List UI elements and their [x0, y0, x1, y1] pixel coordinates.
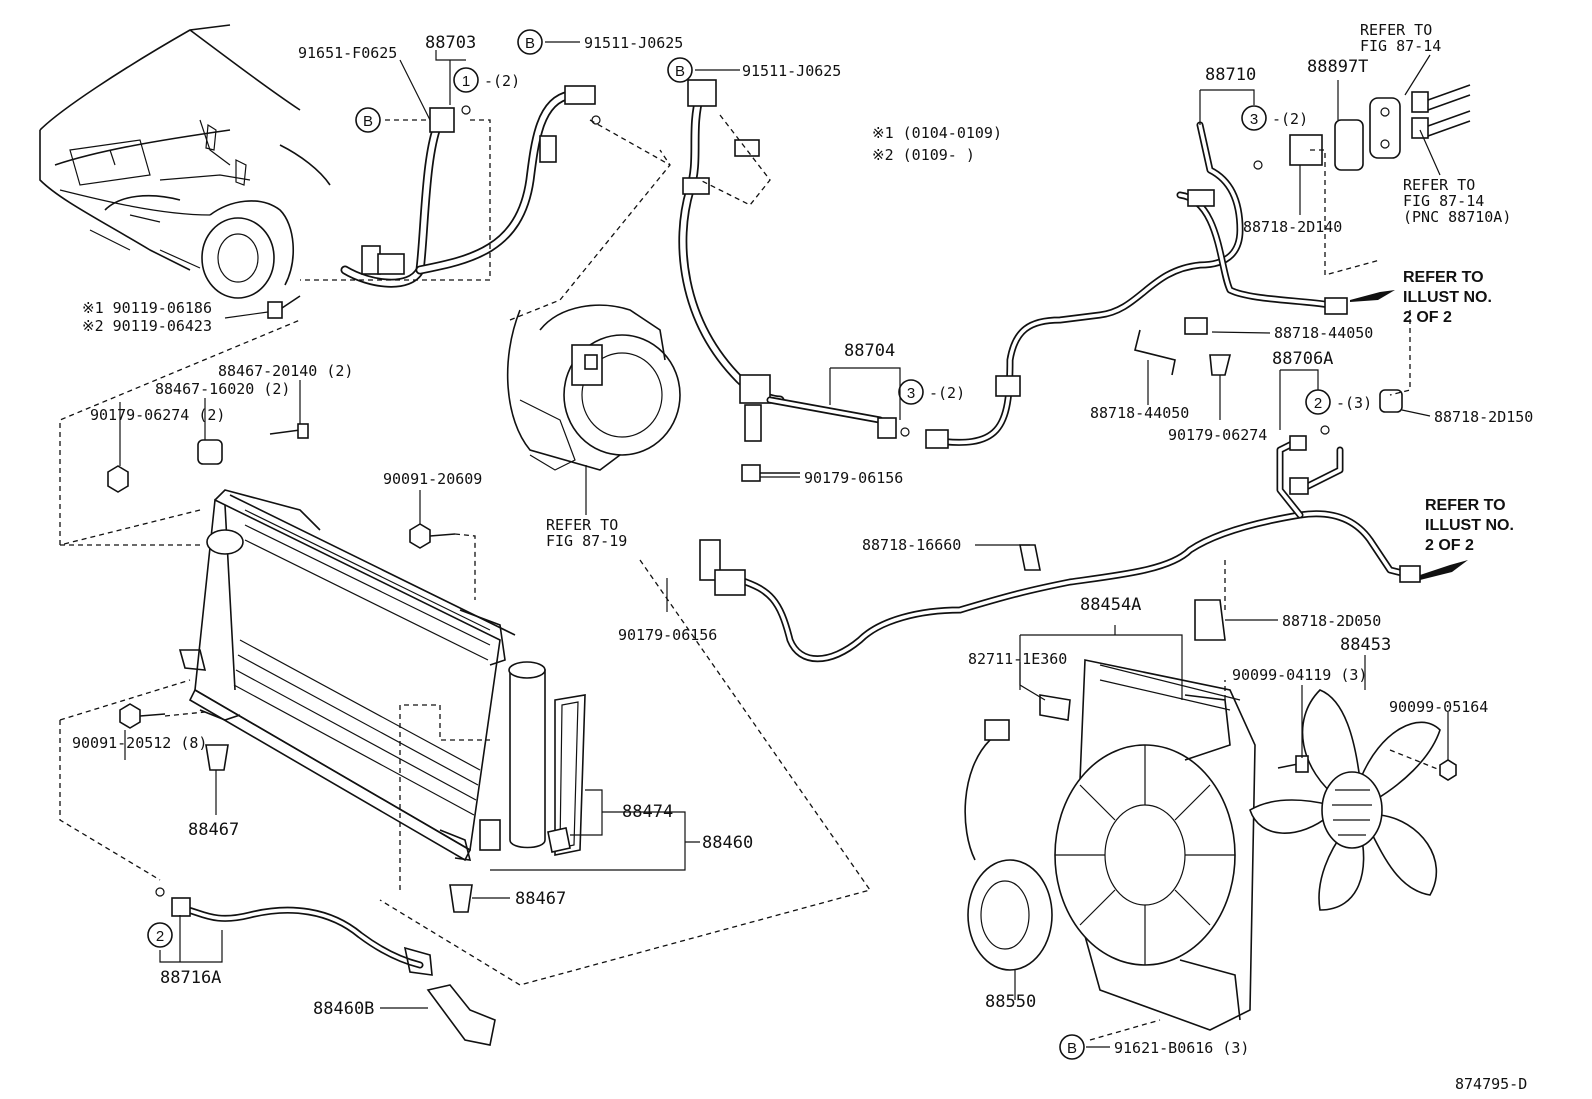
callout-2b: 2 [147, 922, 173, 948]
part-label-91511-J0625-a: 91511-J0625 [584, 34, 683, 52]
callout-3a: 3 -(2) [1241, 105, 1308, 131]
figure-number: 874795-D [1455, 1075, 1527, 1093]
callout-3b: 3 -(2) [898, 379, 965, 405]
refer-illust-b-line2: ILLUST NO. [1425, 517, 1514, 534]
callout-b2: B [517, 29, 543, 55]
part-label-88703: 88703 [425, 33, 476, 53]
refer-illust-b-line3: 2 OF 2 [1425, 537, 1474, 554]
part-label-88897T: 88897T [1307, 57, 1368, 77]
part-label-88718-2D150: 88718-2D150 [1434, 408, 1533, 426]
refer-fig-87-14-a-line1: REFER TO [1360, 21, 1432, 39]
refer-fig-87-14-b-line3: (PNC 88710A) [1403, 208, 1511, 226]
part-label-91511-J0625-b: 91511-J0625 [742, 62, 841, 80]
part-label-90099-05164: 90099-05164 [1389, 698, 1488, 716]
callout-2a-note: -(3) [1336, 394, 1372, 412]
part-label-88718-2D140: 88718-2D140 [1243, 218, 1342, 236]
part-label-90179-06156-b: 90179-06156 [618, 626, 717, 644]
callout-b1-label: B [363, 113, 373, 130]
arrow-right-icon [1420, 560, 1468, 580]
part-label-90179-06274-b: 90179-06274 [1168, 426, 1267, 444]
part-label-90179-06156-a: 90179-06156 [804, 469, 903, 487]
note-1: ※1 (0104-0109) [872, 124, 1002, 142]
part-label-90179-06274: 90179-06274 (2) [90, 406, 225, 424]
refer-fig-87-14-b-line2: FIG 87-14 [1403, 192, 1484, 210]
part-label-88460: 88460 [702, 833, 753, 853]
callout-3a-label: 3 [1250, 111, 1258, 128]
part-label-88718-16660: 88718-16660 [862, 536, 961, 554]
discharge-hose-88703 [340, 85, 601, 288]
part-label-88454A: 88454A [1080, 595, 1141, 615]
callout-b4: B [1059, 1034, 1085, 1060]
callout-2a-label: 2 [1314, 395, 1322, 412]
part-label-90091-20512: 90091-20512 (8) [72, 734, 207, 752]
refer-illust-a-line3: 2 OF 2 [1403, 309, 1452, 326]
fan-blade-88453 [1249, 689, 1457, 911]
callout-1-note: -(2) [484, 72, 520, 90]
arrow-right-icon [1350, 290, 1395, 302]
part-label-88467-b: 88467 [515, 889, 566, 909]
part-label-88474: 88474 [622, 802, 673, 822]
callout-3b-note: -(2) [929, 384, 965, 402]
part-label-90119-06186: ※1 90119-06186 [82, 299, 212, 317]
refer-illust-a-line2: ILLUST NO. [1403, 289, 1492, 306]
fan-motor-88550 [964, 719, 1053, 971]
part-label-88718-44050-a: 88718-44050 [1274, 324, 1373, 342]
callout-2b-label: 2 [156, 928, 164, 945]
part-label-88467-16020: 88467-16020 (2) [155, 380, 290, 398]
part-label-88550: 88550 [985, 992, 1036, 1012]
callout-b4-label: B [1067, 1040, 1077, 1057]
compressor [506, 304, 681, 515]
leader-lines [119, 41, 1449, 1048]
part-label-88467-a: 88467 [188, 820, 239, 840]
part-label-88718-2D050: 88718-2D050 [1282, 612, 1381, 630]
part-label-91621-B0616: 91621-B0616 (3) [1114, 1039, 1249, 1057]
callout-b1: B [355, 107, 381, 133]
receiver-dryer-88460 [508, 661, 586, 856]
part-label-90091-20609: 90091-20609 [383, 470, 482, 488]
refer-fig-87-19-line1: REFER TO [546, 516, 618, 534]
bolt-90119 [267, 295, 301, 319]
callout-1: 1 -(2) [453, 67, 520, 93]
part-label-88706A: 88706A [1272, 349, 1333, 369]
callout-1-label: 1 [462, 73, 470, 90]
callout-b3: B [667, 57, 693, 83]
part-label-88460B: 88460B [313, 999, 374, 1019]
callout-b3-label: B [675, 63, 685, 80]
fittings-right [1019, 84, 1471, 641]
part-label-88710: 88710 [1205, 65, 1256, 85]
callout-3b-label: 3 [907, 385, 915, 402]
part-label-82711-1E360: 82711-1E360 [968, 650, 1067, 668]
refer-fig-87-14-b-line1: REFER TO [1403, 176, 1475, 194]
part-labels: 91651-F0625 88703 91511-J0625 91511-J062… [72, 21, 1533, 1093]
vehicle-illustration [39, 24, 331, 299]
callout-3a-note: -(2) [1272, 110, 1308, 128]
condenser [178, 489, 516, 862]
pressure-sensor-88716A [155, 887, 496, 1046]
refer-fig-87-14-a-line2: FIG 87-14 [1360, 37, 1441, 55]
part-label-88716A: 88716A [160, 968, 221, 988]
note-2: ※2 (0109- ) [872, 146, 975, 164]
mount-parts-left [107, 423, 473, 913]
suction-hose-88704 [678, 79, 910, 482]
callout-b2-label: B [525, 35, 535, 52]
part-label-88704: 88704 [844, 341, 895, 361]
part-label-90119-06423: ※2 90119-06423 [82, 317, 212, 335]
refer-illust-a-line1: REFER TO [1403, 269, 1484, 286]
part-label-88467-20140: 88467-20140 (2) [218, 362, 353, 380]
refer-illust-b-line1: REFER TO [1425, 497, 1506, 514]
part-label-88453: 88453 [1340, 635, 1391, 655]
fan-screws [1039, 694, 1309, 773]
refer-fig-87-19-line2: FIG 87-19 [546, 532, 627, 550]
fan-shroud-88454A [1054, 659, 1256, 1031]
liquid-pipes [699, 121, 1421, 663]
part-label-91651-F0625: 91651-F0625 [298, 44, 397, 62]
part-label-88718-44050-b: 88718-44050 [1090, 404, 1189, 422]
part-label-90099-04119: 90099-04119 (3) [1232, 666, 1367, 684]
callout-2a: 2 -(3) [1305, 389, 1372, 415]
